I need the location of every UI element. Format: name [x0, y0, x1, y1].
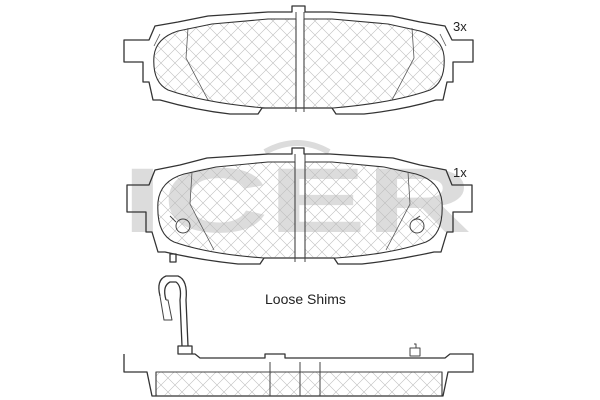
middle-pad-friction-material — [157, 161, 443, 259]
loose-shims-label: Loose Shims — [265, 291, 346, 307]
middle-pad-backing-plate — [126, 147, 473, 265]
top-pad-friction-material — [153, 18, 445, 109]
top-brake-pad — [123, 5, 474, 115]
shim-friction-strip — [155, 371, 443, 397]
left-pad-clip-icon — [175, 218, 191, 234]
wear-indicator-spring — [158, 253, 189, 347]
top-pad-quantity: 3x — [453, 19, 467, 34]
loose-shim — [123, 343, 474, 397]
middle-brake-pad — [126, 147, 473, 265]
middle-pad-quantity: 1x — [453, 165, 467, 180]
top-pad-backing-plate — [123, 5, 474, 115]
right-pad-clip-icon — [409, 218, 425, 234]
